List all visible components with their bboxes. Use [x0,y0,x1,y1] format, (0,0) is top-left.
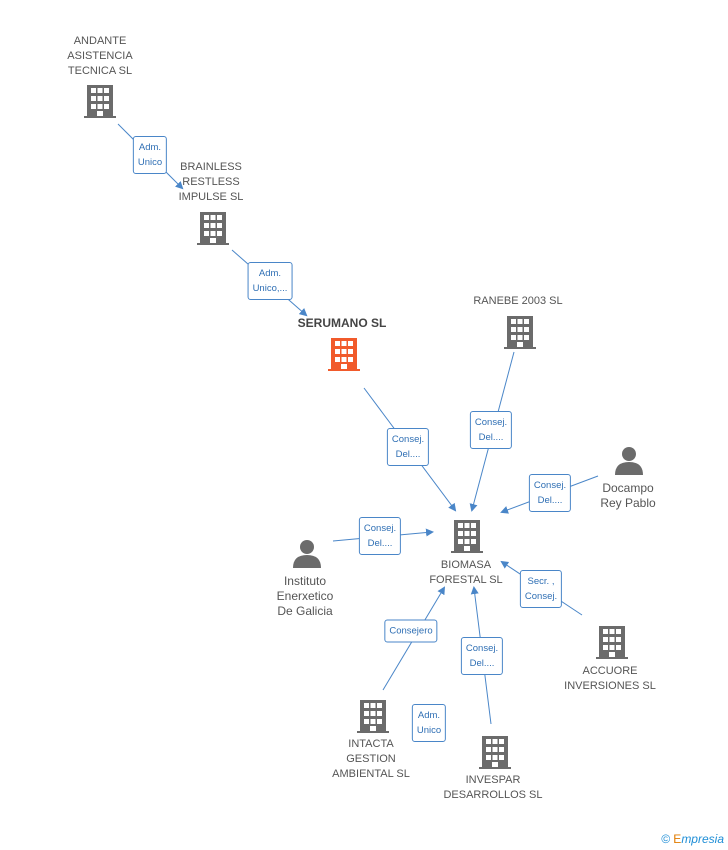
edge-label-ranebe-biomasa[interactable]: Consej. Del.... [469,411,513,449]
invespar-label[interactable]: INVESPAR DESARROLLOS SL [443,774,543,801]
edge-label-accuore-biomasa[interactable]: Secr. , Consej. [519,570,563,608]
docampo-person-icon[interactable] [615,447,643,475]
accuore-label[interactable]: ACCUORE INVERSIONES SL [564,665,656,692]
instituto-person-icon[interactable] [293,540,321,568]
invespar-building-icon[interactable] [479,736,511,769]
edge-label-docampo-biomasa[interactable]: Consej. Del.... [528,474,572,512]
edge-label-instituto-biomasa[interactable]: Consej. Del.... [358,517,402,555]
andante-label[interactable]: ANDANTE ASISTENCIA TECNICA SL [67,35,133,77]
intacta-building-icon[interactable] [357,700,389,733]
serumano-label[interactable]: SERUMANO SL [297,316,387,330]
edge-label-intacta-extra[interactable]: Adm. Unico [411,704,447,742]
intacta-label[interactable]: INTACTA GESTION AMBIENTAL SL [332,738,410,780]
biomasa-building-icon[interactable] [451,520,483,553]
edge-label-invespar-biomasa[interactable]: Consej. Del.... [460,637,504,675]
docampo-label[interactable]: Docampo Rey Pablo [600,481,656,510]
ranebe-label[interactable]: RANEBE 2003 SL [473,295,563,307]
brand-logo: © Empresia [661,832,724,846]
edge-label-intacta-biomasa[interactable]: Consejero [384,619,438,643]
brainless-label[interactable]: BRAINLESS RESTLESS IMPULSE SL [178,161,244,203]
brand-name: mpresia [681,832,724,846]
edge-label-serumano-biomasa[interactable]: Consej. Del.... [386,428,430,466]
copyright-icon: © [661,832,670,846]
brainless-building-icon[interactable] [197,212,229,245]
serumano-building-icon[interactable] [328,338,360,371]
accuore-building-icon[interactable] [596,626,628,659]
ranebe-building-icon[interactable] [504,316,536,349]
edge-label-andante-brainless[interactable]: Adm. Unico [132,136,168,174]
brand-initial: E [673,832,682,846]
biomasa-label[interactable]: BIOMASA FORESTAL SL [429,559,503,586]
edge-label-brainless-serumano[interactable]: Adm. Unico,... [247,262,293,300]
instituto-label[interactable]: Instituto Enerxetico De Galicia [276,574,334,618]
andante-building-icon[interactable] [84,85,116,118]
